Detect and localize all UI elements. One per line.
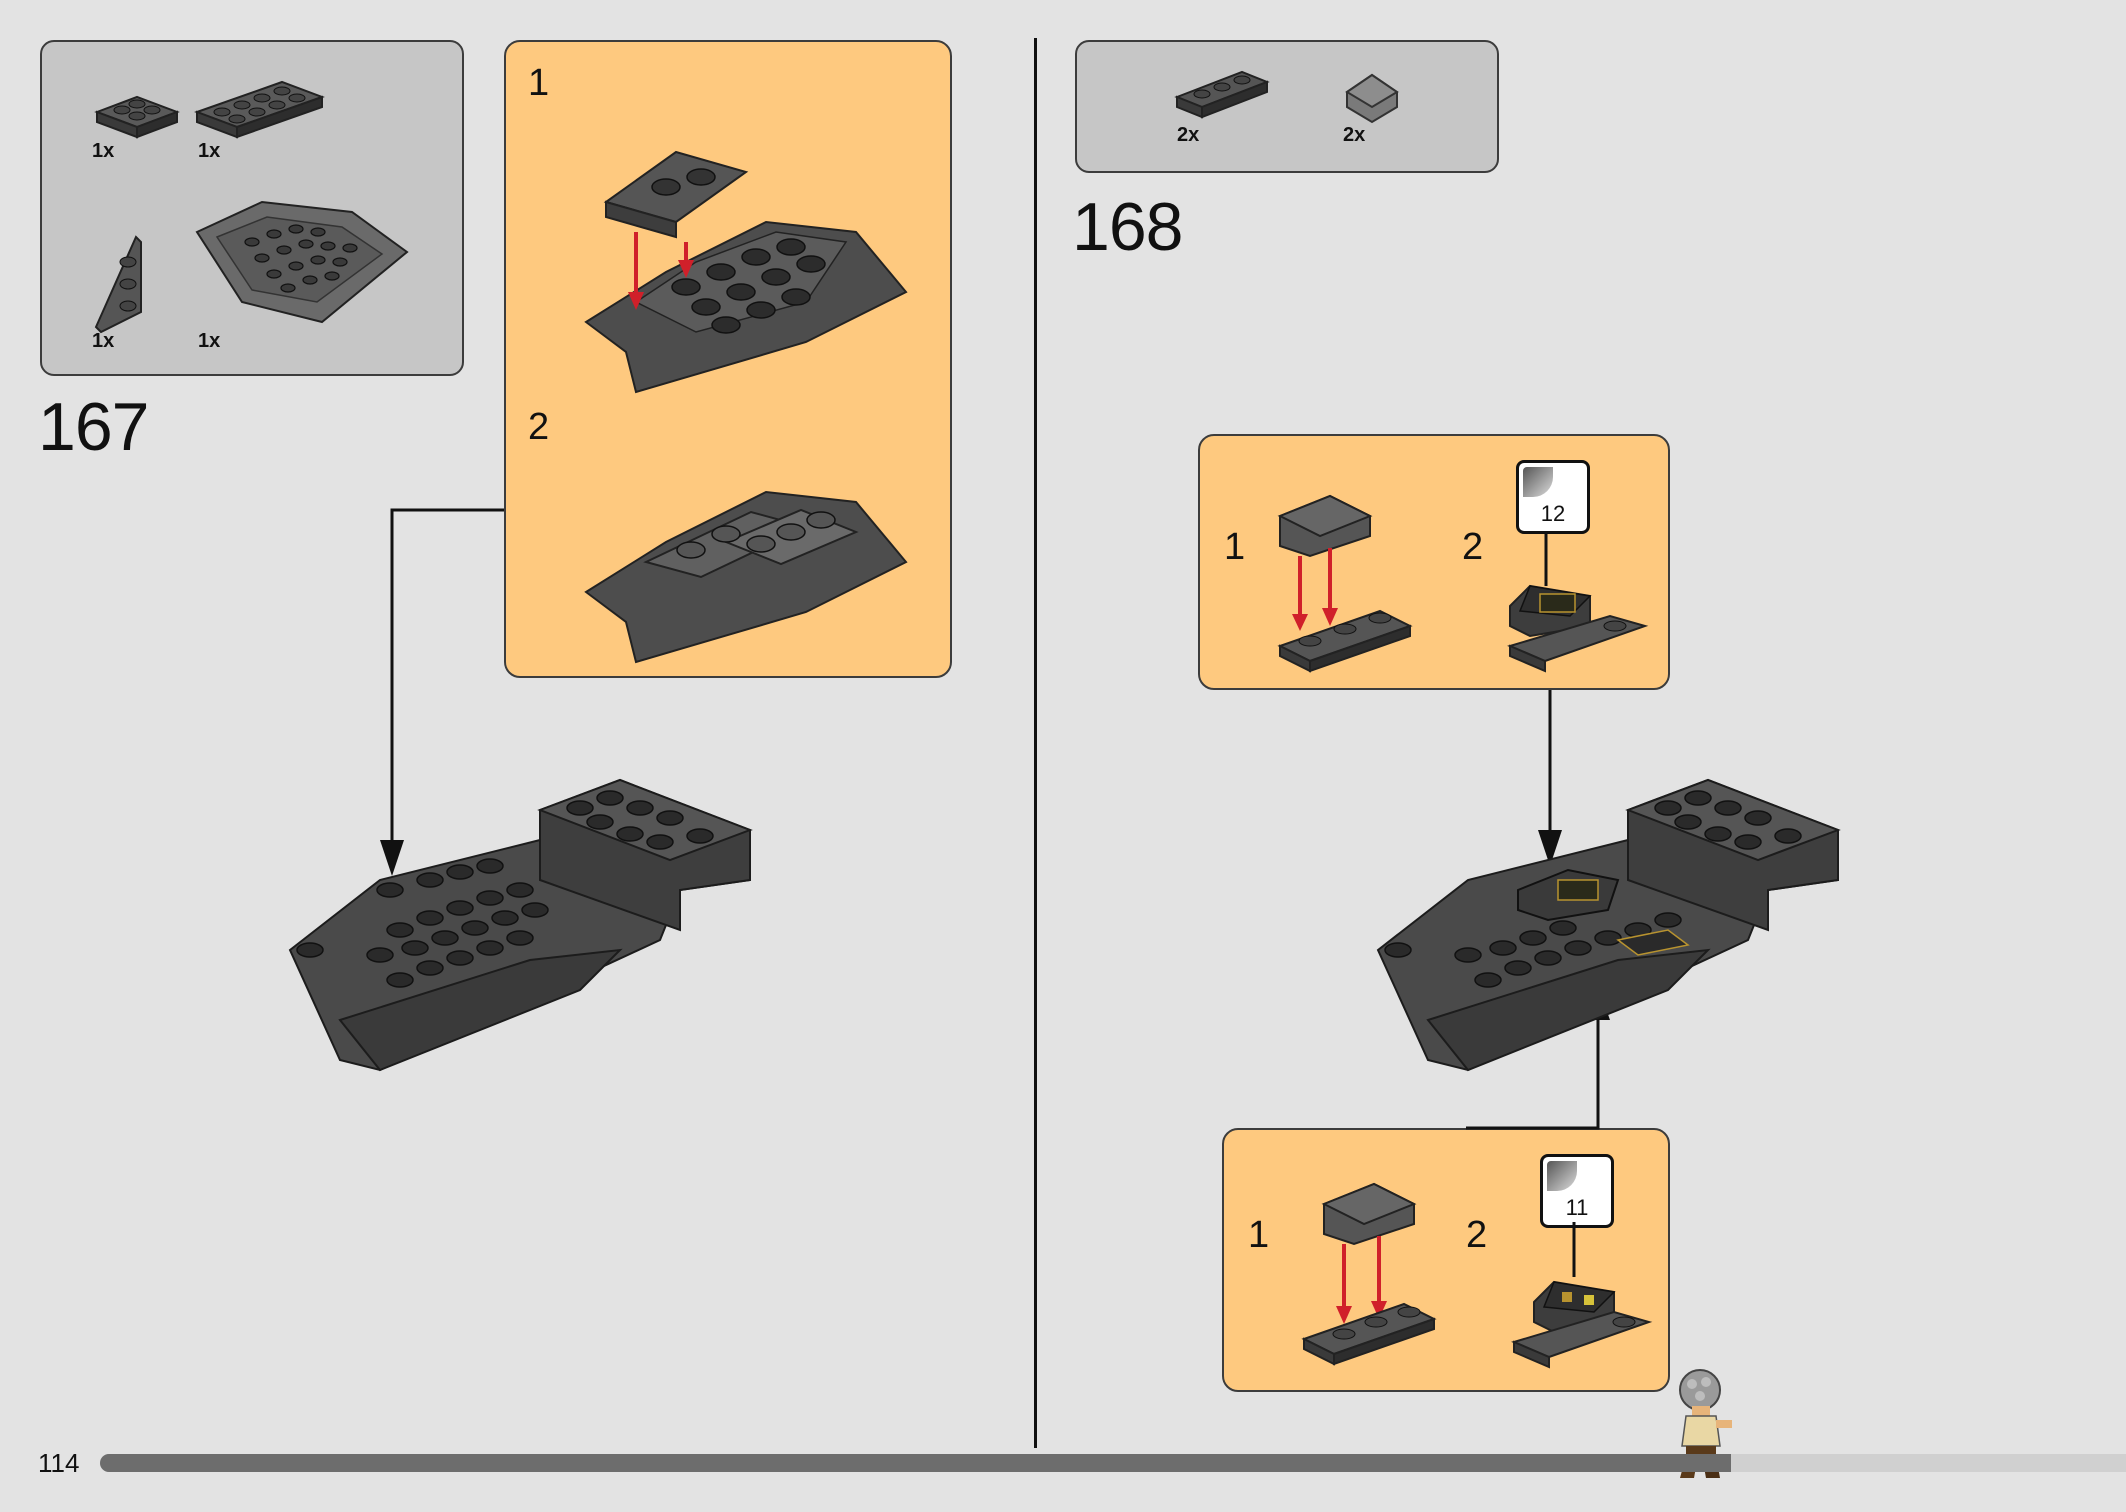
part-slope-tile-icon xyxy=(1345,73,1399,124)
substep-label: 1 xyxy=(1248,1214,1270,1256)
step-number-168: 168 xyxy=(1072,189,1183,265)
part-qty: 2x xyxy=(1343,124,1366,146)
substep-label: 2 xyxy=(1462,526,1484,568)
part-plate-2x4-icon xyxy=(194,80,325,139)
substep-label: 1 xyxy=(528,62,550,104)
substep-slope-on-plate-icon xyxy=(1301,1182,1437,1366)
page-number: 114 xyxy=(38,1448,80,1478)
part-plate-2x2-icon xyxy=(94,95,180,139)
substep-box-168-bottom: 1 2 11 xyxy=(1222,1128,1670,1392)
substep-box-167: 1 2 xyxy=(504,40,952,678)
sticker-number: 12 xyxy=(1540,501,1566,526)
part-wedge-plate-icon xyxy=(94,235,142,334)
part-plate-1x3-icon xyxy=(1174,70,1270,119)
part-qty: 2x xyxy=(1177,124,1200,146)
substep-stickered-tile-icon xyxy=(1511,1222,1653,1369)
substep-label: 1 xyxy=(1224,526,1246,568)
substep-1-assembly-icon xyxy=(584,150,908,394)
substep-2-assembly-icon xyxy=(584,490,908,664)
substep-label: 2 xyxy=(1466,1214,1488,1256)
part-qty: 1x xyxy=(198,140,221,162)
parts-list-168: 2x 2x xyxy=(1075,40,1499,173)
sticker-number: 11 xyxy=(1565,1195,1589,1220)
sticker-callout: 11 xyxy=(1540,1154,1614,1228)
part-qty: 1x xyxy=(198,330,221,352)
substep-stickered-tile-icon xyxy=(1507,531,1649,673)
part-qty: 1x xyxy=(92,330,115,352)
substep-slope-on-plate-icon xyxy=(1277,494,1413,673)
parts-list-167: 1x 1x 1x 1x xyxy=(40,40,464,376)
sticker-callout: 12 xyxy=(1516,460,1590,534)
substep-label: 2 xyxy=(528,406,550,448)
model-assembly-167-icon xyxy=(288,778,753,1072)
model-assembly-168-icon xyxy=(1376,778,1841,1072)
part-wedge-bow-icon xyxy=(195,200,409,324)
progress-bar xyxy=(100,1454,2126,1472)
step-number-167: 167 xyxy=(38,389,149,465)
page-divider xyxy=(1034,38,1037,1448)
substep-box-168-top: 1 2 12 xyxy=(1198,434,1670,690)
part-qty: 1x xyxy=(92,140,115,162)
progress-fill xyxy=(100,1454,1731,1472)
